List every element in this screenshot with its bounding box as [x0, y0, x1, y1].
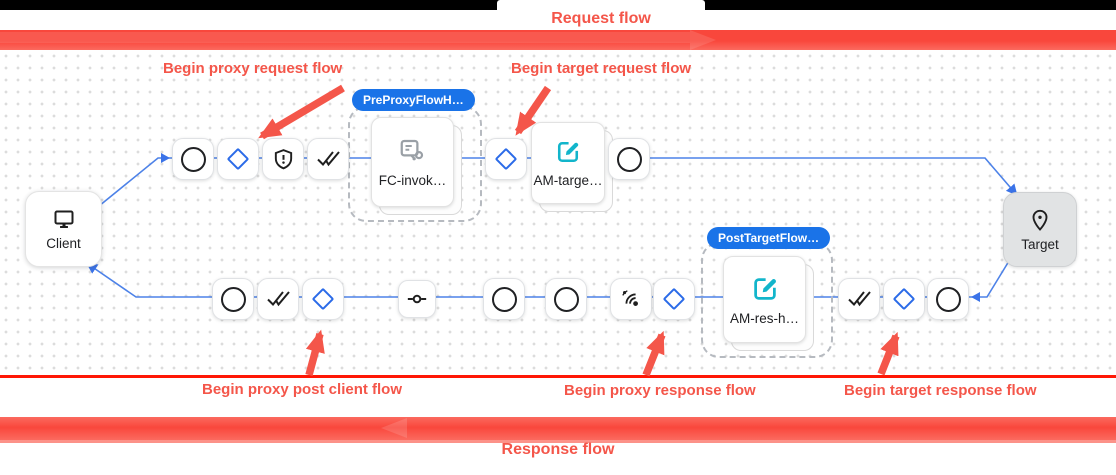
- response-flow-label: Response flow: [501, 441, 615, 458]
- client-node[interactable]: Client: [25, 191, 102, 267]
- client-node-label: Client: [46, 236, 81, 251]
- step-circle[interactable]: [172, 138, 214, 180]
- circle-icon: [935, 286, 961, 312]
- flow-divider-line: [0, 375, 1116, 378]
- annotation-begin-target-request: Begin target request flow: [511, 60, 692, 77]
- annotation-begin-proxy-post-client: Begin proxy post client flow: [202, 381, 403, 398]
- commit-icon: [407, 294, 427, 304]
- double-check-icon: [848, 291, 871, 307]
- circle-icon: [180, 146, 206, 172]
- step-circle[interactable]: [545, 278, 587, 320]
- step-double-check[interactable]: [838, 278, 880, 320]
- diamond-icon: [494, 147, 518, 171]
- am-res-policy-label: AM-res-h…: [729, 310, 799, 326]
- step-circle[interactable]: [927, 278, 969, 320]
- response-flow-arrow-bar: [0, 417, 1116, 440]
- step-proxy-response-flow-start[interactable]: [653, 278, 695, 320]
- step-circle[interactable]: [483, 278, 525, 320]
- step-proxy-request-flow-start[interactable]: [217, 138, 259, 180]
- double-check-icon: [317, 151, 340, 167]
- request-arrow-head-icon: [690, 30, 716, 50]
- place-pin-icon: [1032, 209, 1048, 231]
- step-security[interactable]: [262, 138, 304, 180]
- fc-invoke-policy-card[interactable]: FC-invok…: [371, 117, 454, 207]
- post-target-flow-hook-badge[interactable]: PostTargetFlow…: [707, 227, 831, 249]
- diamond-icon: [311, 287, 335, 311]
- step-sensors[interactable]: [610, 278, 652, 320]
- fc-invoke-policy-label: FC-invok…: [378, 173, 447, 188]
- annotation-begin-proxy-response: Begin proxy response flow: [564, 382, 756, 399]
- diamond-icon: [892, 287, 916, 311]
- step-double-check[interactable]: [307, 138, 349, 180]
- annotation-begin-target-response: Begin target response flow: [844, 382, 1037, 399]
- am-target-policy-label: AM-targe…: [533, 173, 603, 188]
- request-flow-label: Request flow: [551, 10, 651, 27]
- request-flow-banner: Request flow: [497, 0, 705, 30]
- step-double-check[interactable]: [257, 278, 299, 320]
- circle-icon: [616, 146, 642, 172]
- diamond-icon: [662, 287, 686, 311]
- shield-icon: [274, 148, 292, 169]
- response-arrow-head-icon: [381, 418, 407, 438]
- double-check-icon: [267, 291, 290, 307]
- edit-square-icon: [753, 277, 776, 300]
- request-flow-arrow-bar: [0, 30, 1116, 50]
- step-proxy-post-client-flow-start[interactable]: [302, 278, 344, 320]
- monitor-icon: [54, 210, 73, 228]
- am-target-policy-card[interactable]: AM-targe…: [531, 122, 605, 204]
- diamond-icon: [226, 147, 250, 171]
- pre-proxy-flow-hook-badge[interactable]: PreProxyFlowH…: [352, 89, 475, 111]
- sensors-icon: [622, 290, 638, 306]
- circle-icon: [553, 286, 579, 312]
- step-target-request-flow-start[interactable]: [485, 138, 527, 180]
- annotation-begin-proxy-request: Begin proxy request flow: [163, 60, 343, 77]
- step-circle[interactable]: [608, 138, 650, 180]
- target-node-label: Target: [1021, 236, 1059, 252]
- circle-icon: [220, 286, 246, 312]
- step-commit[interactable]: [398, 280, 436, 318]
- response-bar-under-strip: [0, 440, 1116, 443]
- flow-canvas[interactable]: [0, 50, 1116, 375]
- flow-callout-icon: [400, 139, 423, 161]
- request-arrow-body: [0, 32, 690, 43]
- target-node[interactable]: Target: [1003, 192, 1077, 267]
- edit-square-icon: [557, 141, 579, 163]
- step-target-response-flow-start[interactable]: [883, 278, 925, 320]
- am-res-policy-card[interactable]: AM-res-h…: [723, 256, 806, 343]
- step-circle[interactable]: [212, 278, 254, 320]
- circle-icon: [491, 286, 517, 312]
